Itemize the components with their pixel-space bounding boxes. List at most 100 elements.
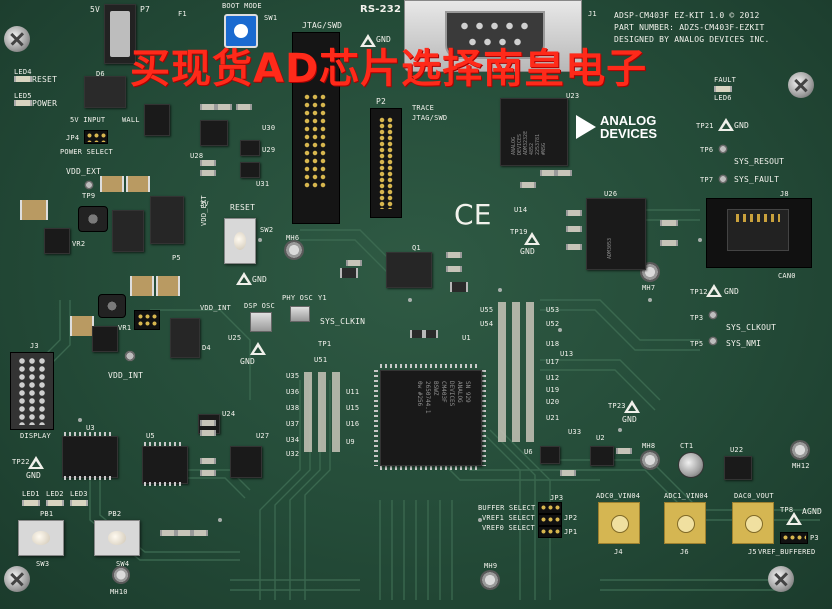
- label-led3: LED3: [70, 490, 88, 498]
- label-agnd: AGND: [802, 507, 823, 516]
- label-u6: U6: [524, 448, 533, 456]
- gnd-marker-tp12: [706, 284, 722, 297]
- jumper-jp3[interactable]: [538, 502, 562, 514]
- label-sys-nmi: SYS_NMI: [726, 339, 762, 348]
- smd-part-21: [340, 268, 358, 278]
- label-led5: LED5: [14, 92, 32, 100]
- mounting-hole-mh10: [112, 566, 130, 584]
- label-gnd-sw2: GND: [252, 275, 268, 284]
- smd-part-10: [566, 226, 582, 232]
- label-5v: 5V: [90, 5, 101, 14]
- label-sys-clkout: SYS_CLKOUT: [726, 323, 777, 332]
- label-vdd-ext: VDD_EXT: [66, 167, 102, 176]
- smd-part-4: [200, 160, 216, 166]
- label-jp4: JP4: [66, 134, 80, 142]
- sma-connector-j6[interactable]: [664, 502, 706, 544]
- can-connector-j8[interactable]: [706, 198, 812, 268]
- label-u51: U51: [314, 356, 328, 364]
- sma-connector-j5[interactable]: [732, 502, 774, 544]
- label-sys-clkin: SYS_CLKIN: [320, 317, 366, 326]
- sma-connector-j4[interactable]: [598, 502, 640, 544]
- capacitor-c97: [100, 176, 124, 192]
- label-u15: U15: [346, 404, 360, 412]
- label-tp8: TP8: [780, 506, 794, 514]
- capacitor-c96: [20, 200, 48, 220]
- power-select-jumper[interactable]: [84, 130, 108, 144]
- smd-part-9: [566, 210, 582, 216]
- label-mh8: MH8: [642, 442, 656, 450]
- regulator: [144, 104, 170, 136]
- label-power-select: POWER SELECT: [60, 148, 113, 156]
- capacitor-c45: [70, 316, 94, 336]
- led5: [14, 100, 32, 106]
- boot-mode-switch[interactable]: [224, 14, 258, 48]
- inductor-l1: [98, 294, 126, 318]
- push-button-pb1[interactable]: [18, 520, 64, 556]
- smd-part-6: [540, 170, 556, 176]
- push-button-pb2[interactable]: [94, 520, 140, 556]
- label-j1: J1: [588, 10, 597, 18]
- reset-button-sw2[interactable]: [224, 218, 256, 264]
- power-jack-p7[interactable]: [104, 4, 136, 64]
- smd-part-17: [560, 470, 576, 476]
- mounting-screw-bottom-left: [4, 566, 30, 592]
- buffer-array-right: [498, 302, 542, 442]
- chip-u2: [590, 446, 614, 466]
- label-tp12: TP12: [690, 288, 708, 296]
- resistor-r72: [660, 220, 678, 226]
- label-u2: U2: [596, 434, 605, 442]
- label-gnd-tp23: GND: [622, 415, 638, 424]
- mounting-hole-mh12: [790, 440, 810, 460]
- label-u30: U30: [262, 124, 276, 132]
- smd-part-2: [216, 104, 232, 110]
- label-u52: U52: [546, 320, 560, 328]
- label-gnd-rs232: GND: [376, 35, 392, 44]
- jumper-jp1[interactable]: [538, 526, 562, 538]
- smd-part-15: [200, 470, 216, 476]
- capacitor-ct1: [678, 452, 704, 478]
- label-y1: Y1: [318, 294, 327, 302]
- gnd-marker-osc: [250, 342, 266, 355]
- label-u12: U12: [546, 374, 560, 382]
- resistor-r71: [660, 240, 678, 246]
- display-header-j3[interactable]: [10, 352, 54, 430]
- label-tp3: TP3: [690, 314, 704, 322]
- label-u26: U26: [604, 190, 618, 198]
- label-u32: U32: [286, 450, 300, 458]
- chip-q1: [386, 252, 432, 288]
- smd-part-13: [200, 430, 216, 436]
- label-buffer-select: BUFFER SELECT: [478, 504, 536, 512]
- gnd-marker-tp22: [28, 456, 44, 469]
- mounting-hole-mh8: [640, 450, 660, 470]
- connector-p3[interactable]: [780, 532, 808, 544]
- part-number: PART NUMBER: ADZS-CM403F-EZKIT: [614, 23, 765, 32]
- label-jp3: JP3: [550, 494, 564, 502]
- jumper-vdd-int[interactable]: [134, 310, 160, 330]
- label-u23: U23: [566, 92, 580, 100]
- label-tp9: TP9: [82, 192, 96, 200]
- label-vref0-select: VREF0 SELECT: [482, 524, 535, 532]
- label-vref1-select: VREF1 SELECT: [482, 514, 535, 522]
- label-can0: CAN0: [778, 272, 796, 280]
- label-j3: J3: [30, 342, 39, 350]
- test-point-tp3: [708, 310, 718, 320]
- jumper-jp2[interactable]: [538, 514, 562, 526]
- label-u17: U17: [546, 358, 560, 366]
- label-gnd-tp19: GND: [520, 247, 536, 256]
- jtag-swd-header[interactable]: [292, 32, 340, 224]
- chip-near-vr2: [112, 210, 144, 252]
- chip-u29: [240, 140, 260, 156]
- pins-u1-right: [482, 370, 486, 466]
- trace-header-p2[interactable]: [370, 108, 402, 218]
- led1: [22, 500, 40, 506]
- gnd-marker-tp19: [524, 232, 540, 245]
- label-j5: J5: [748, 548, 757, 556]
- resistor-r20: [346, 260, 362, 266]
- label-sw4: SW4: [116, 560, 130, 568]
- label-sw1: SW1: [264, 14, 278, 22]
- label-tp6: TP6: [700, 146, 714, 154]
- label-u27: U27: [256, 432, 270, 440]
- rs232-connector-j1[interactable]: [404, 0, 582, 72]
- capacitor-c47: [156, 276, 180, 296]
